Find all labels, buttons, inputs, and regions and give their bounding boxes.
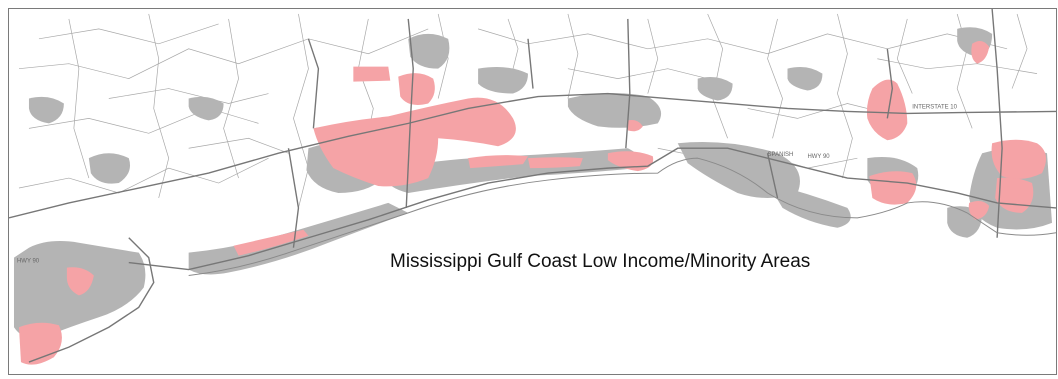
major-roads	[9, 9, 1056, 363]
minor-roads	[18, 13, 1038, 208]
highway-east-label-2: HWY 90	[807, 154, 830, 160]
us-highway-90	[128, 147, 1056, 271]
map-frame: INTERSTATE 10 SPANISH HWY 90 HWY 90	[8, 8, 1057, 375]
map-title: Mississippi Gulf Coast Low Income/Minori…	[390, 251, 811, 272]
coastline	[188, 157, 1056, 277]
coast-map: INTERSTATE 10 SPANISH HWY 90 HWY 90	[9, 9, 1056, 365]
interstate-10	[9, 92, 1056, 219]
highway-west-label: HWY 90	[17, 259, 40, 265]
interstate-label: INTERSTATE 10	[912, 104, 957, 110]
highway-east-label: SPANISH	[768, 152, 794, 158]
